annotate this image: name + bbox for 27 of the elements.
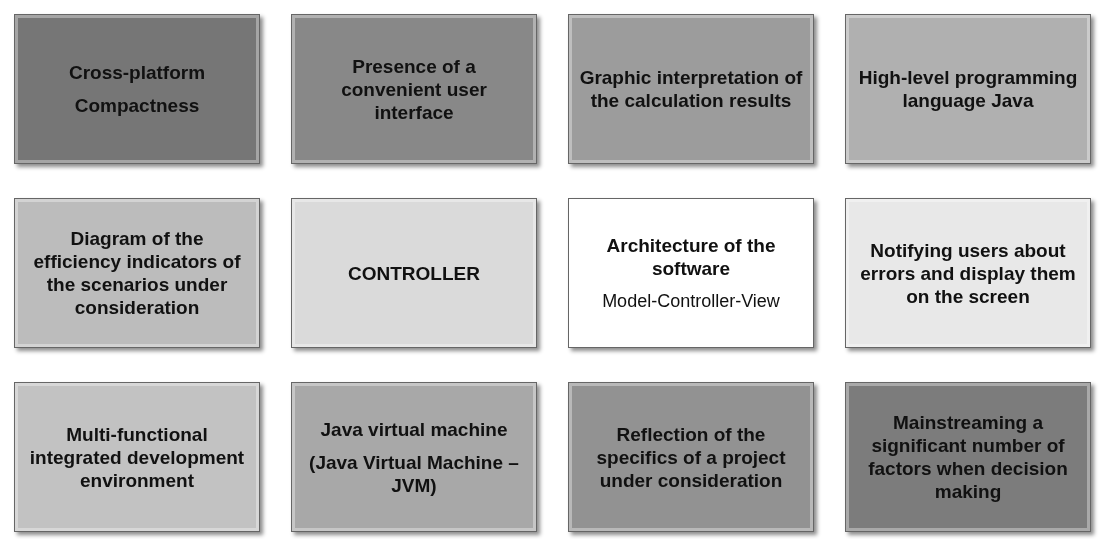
feature-tile — [291, 382, 537, 532]
feature-tile — [845, 198, 1091, 348]
tile-title: Architecture of the software — [605, 234, 777, 280]
feature-tile — [291, 198, 537, 348]
feature-tile — [14, 14, 260, 164]
tile-title: Notifying users about errors and display them on the screen — [859, 238, 1077, 308]
feature-tile — [291, 14, 537, 164]
feature-tile — [568, 14, 814, 164]
tile-title: Reflection of the specifics of a project under consideration — [595, 422, 787, 492]
tile-title: Presence of a convenient user interface — [340, 54, 488, 124]
feature-tile — [14, 198, 260, 348]
feature-tile — [568, 382, 814, 532]
feature-tile — [14, 382, 260, 532]
tile-title: Multi-functional integrated development environment — [28, 422, 246, 492]
feature-tile — [568, 198, 814, 348]
tile-title: Graphic interpretation of the calculation results — [579, 66, 803, 112]
tile-title: Java virtual machine — [320, 417, 508, 441]
tile-title: Cross-platform — [68, 61, 206, 84]
feature-tile — [845, 14, 1091, 164]
tile-title: High-level programming language Java — [857, 66, 1079, 112]
tile-title: Diagram of the efficiency indicators of the scenarios under consideration — [32, 227, 242, 319]
tile-title: Mainstreaming a significant number of factors when decision making — [867, 411, 1069, 503]
tile-subtitle: Model-Controller-View — [602, 290, 780, 312]
tile-title: CONTROLLER — [348, 261, 480, 285]
tile-title: Compactness — [74, 94, 200, 117]
tile-title: (Java Virtual Machine – JVM) — [308, 450, 520, 497]
feature-tile — [845, 382, 1091, 532]
